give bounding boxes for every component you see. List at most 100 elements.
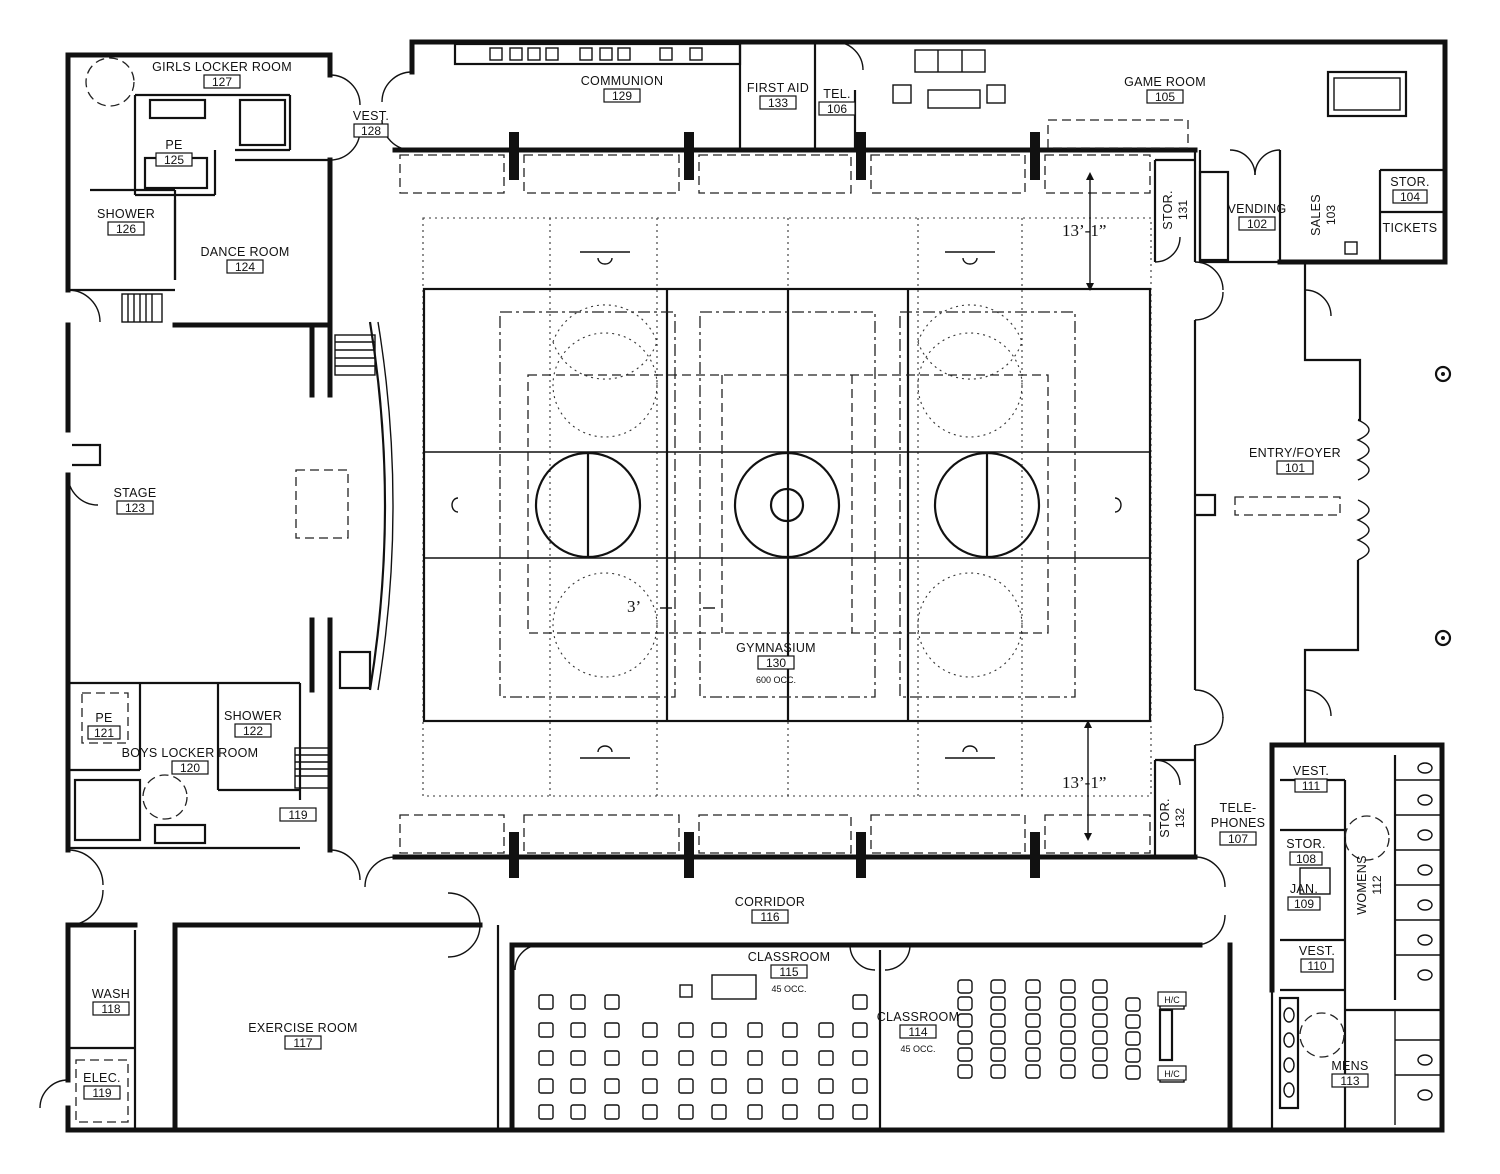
desk	[538, 1050, 554, 1066]
number-gymnasium: 130	[766, 656, 786, 670]
seat	[990, 1064, 1006, 1079]
desk	[538, 1078, 554, 1094]
label-first-aid: FIRST AID	[747, 81, 809, 95]
room-labels: GIRLS LOCKER ROOM 127 VEST. 128 COMMUNIO…	[83, 60, 1437, 1100]
seat	[1025, 1013, 1041, 1028]
occupancy-classroom-114: 45 OCC.	[900, 1044, 935, 1054]
desk	[642, 1104, 658, 1120]
desk	[604, 1078, 620, 1094]
seat	[1060, 979, 1076, 994]
desk	[570, 994, 586, 1010]
desk	[678, 1022, 694, 1038]
number-vending: 102	[1247, 217, 1267, 231]
east-restrooms	[1270, 755, 1442, 1130]
seat	[1125, 997, 1141, 1012]
seat	[1060, 1047, 1076, 1062]
number-exercise-room: 117	[293, 1036, 312, 1050]
number-classroom-114: 114	[908, 1025, 927, 1039]
seat	[1092, 979, 1108, 994]
label-gymnasium: GYMNASIUM	[736, 641, 816, 655]
seat	[1125, 1014, 1141, 1029]
desk	[782, 1022, 798, 1038]
seat	[1060, 1064, 1076, 1079]
label-exercise-room: EXERCISE ROOM	[248, 1021, 357, 1035]
east-foyer	[1153, 365, 1452, 857]
label-pe-125: PE	[165, 138, 182, 152]
north-rooms	[453, 42, 1445, 264]
label-vest-110: VEST.	[1299, 944, 1335, 958]
desk	[852, 1050, 868, 1066]
number-girls-locker: 127	[212, 75, 232, 89]
desk	[570, 1078, 586, 1094]
dimension-top-clearance: 13’-1”	[1062, 221, 1106, 240]
label-tickets: TICKETS	[1383, 221, 1438, 235]
desk	[604, 1022, 620, 1038]
seat	[1092, 1030, 1108, 1045]
label-stage: STAGE	[114, 486, 157, 500]
number-first-aid: 133	[768, 96, 788, 110]
seat	[1092, 1064, 1108, 1079]
number-classroom-115: 115	[779, 965, 798, 979]
label-telephones-line1: TELE-	[1220, 801, 1257, 815]
dimension-bottom-clearance: 13’-1”	[1062, 773, 1106, 792]
number-shower-126: 126	[116, 222, 136, 236]
desk	[538, 1022, 554, 1038]
desk	[604, 1050, 620, 1066]
number-mens: 113	[1340, 1074, 1359, 1088]
door-swings	[39, 41, 1332, 1109]
seat	[1060, 996, 1076, 1011]
desk	[818, 1078, 834, 1094]
number-shower-122: 122	[243, 724, 263, 738]
label-sales: SALES	[1309, 194, 1323, 236]
desk	[678, 1104, 694, 1120]
number-entry-foyer: 101	[1285, 461, 1305, 475]
desk	[642, 1050, 658, 1066]
label-stor-132: STOR.	[1158, 798, 1172, 837]
seat	[1025, 1047, 1041, 1062]
west-wing	[68, 57, 394, 853]
number-jan-109: 109	[1294, 897, 1314, 911]
desk	[538, 994, 554, 1010]
number-corridor: 116	[760, 910, 779, 924]
label-tel: TEL.	[823, 87, 851, 101]
label-classroom-114: CLASSROOM	[877, 1010, 960, 1024]
desk	[570, 1022, 586, 1038]
desk	[642, 1078, 658, 1094]
seat	[1025, 979, 1041, 994]
number-stage: 123	[125, 501, 145, 515]
number-communion: 129	[612, 89, 632, 103]
label-classroom-115: CLASSROOM	[748, 950, 831, 964]
desk	[782, 1104, 798, 1120]
desk	[570, 1050, 586, 1066]
seat	[1125, 1031, 1141, 1046]
seat	[957, 1013, 973, 1028]
number-stor-131: 131	[1176, 200, 1190, 220]
occupancy-gymnasium: 600 OCC.	[756, 675, 796, 685]
number-womens: 112	[1370, 875, 1384, 894]
desk	[852, 1078, 868, 1094]
label-entry-foyer: ENTRY/FOYER	[1249, 446, 1341, 460]
desk	[642, 1022, 658, 1038]
classroom-115-desks	[538, 994, 868, 1120]
label-vending: VENDING	[1227, 202, 1286, 216]
desk	[678, 1078, 694, 1094]
label-pe-121: PE	[95, 711, 112, 725]
desk	[604, 994, 620, 1010]
number-tel: 106	[827, 102, 847, 116]
label-stor-108: STOR.	[1286, 837, 1325, 851]
seat	[990, 1047, 1006, 1062]
seat	[1025, 1030, 1041, 1045]
seat	[1125, 1065, 1141, 1080]
occupancy-classroom-115: 45 OCC.	[771, 984, 806, 994]
number-dance-room: 124	[235, 260, 255, 274]
desk	[711, 1022, 727, 1038]
number-elec: 119	[92, 1086, 111, 1100]
desk	[782, 1050, 798, 1066]
desk	[747, 1078, 763, 1094]
seat	[1060, 1030, 1076, 1045]
desk	[747, 1022, 763, 1038]
label-telephones-line2: PHONES	[1211, 816, 1266, 830]
number-telephones: 107	[1228, 832, 1248, 846]
label-wash: WASH	[92, 987, 130, 1001]
seat	[957, 1064, 973, 1079]
